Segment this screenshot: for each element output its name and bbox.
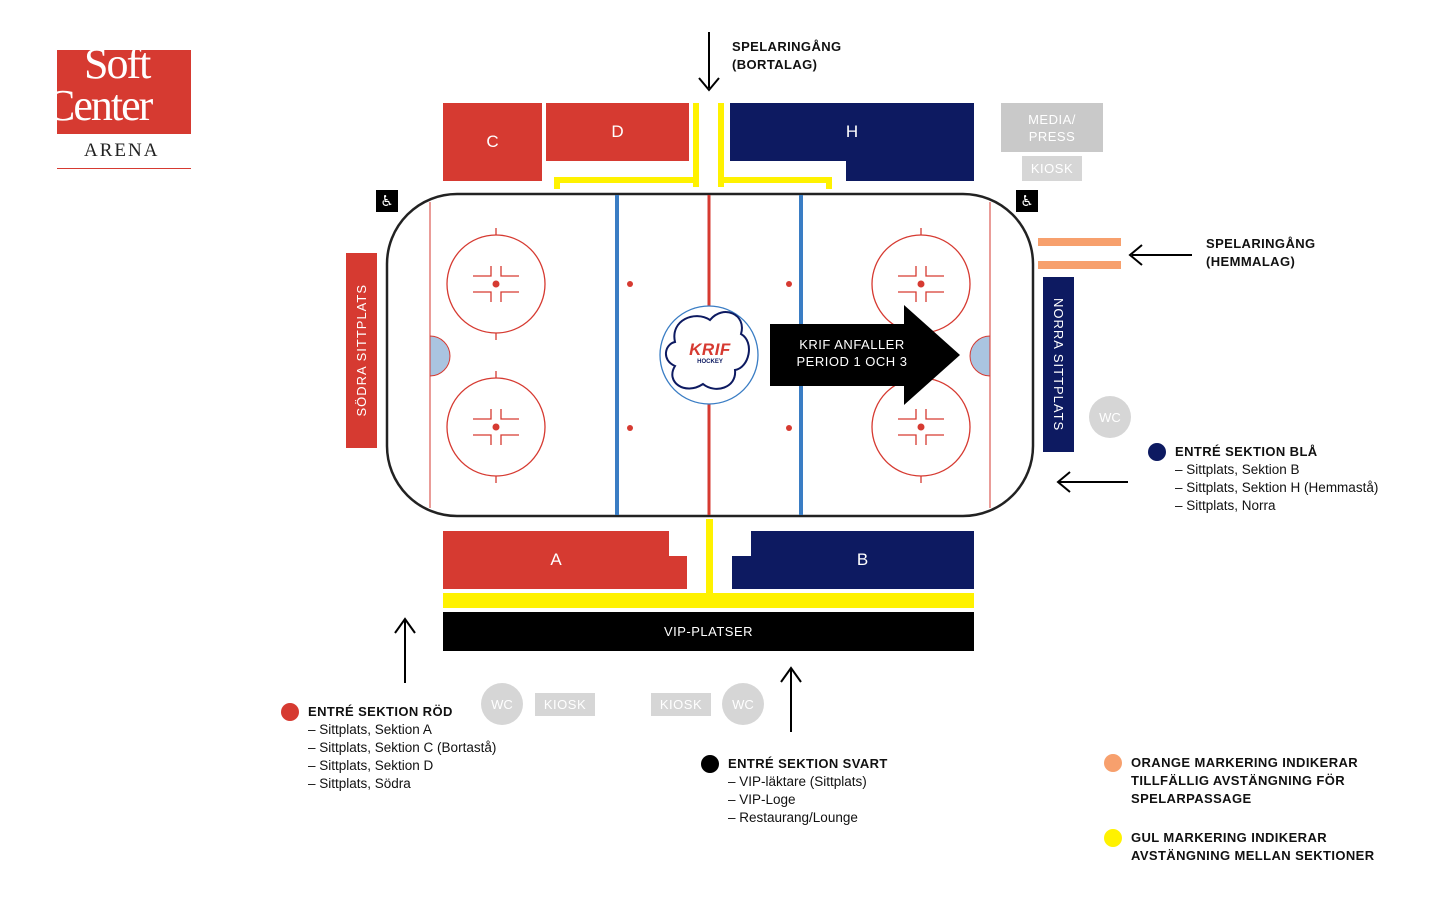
list-item: – Sittplats, Sektion A <box>308 722 432 737</box>
section-h-label: H <box>845 122 859 141</box>
kiosk-bottom-center[interactable]: KIOSK <box>651 693 711 716</box>
legend-blue-list: – Sittplats, Sektion B – Sittplats, Sekt… <box>1175 461 1378 515</box>
logo-text-center: Center <box>46 81 153 130</box>
yellow-barrier-top-left-v <box>693 103 699 187</box>
arrow-up-icon <box>780 666 802 732</box>
media-press[interactable]: MEDIA/ PRESS <box>1001 103 1103 152</box>
wc-right-label: WC <box>1099 409 1121 425</box>
list-item: – VIP-Loge <box>728 792 796 807</box>
legend-black-list: – VIP-läktare (Sittplats) – VIP-Loge – R… <box>728 773 867 827</box>
section-b[interactable]: B <box>751 531 974 589</box>
kiosk-top[interactable]: KIOSK <box>1022 156 1082 181</box>
wheelchair-icon: ♿ <box>376 190 398 212</box>
legend-black-dot <box>701 755 719 773</box>
logo-underline <box>57 168 191 169</box>
arrow-right-icon <box>770 305 960 405</box>
logo-red-box <box>57 50 191 134</box>
attack-direction-label: KRIF ANFALLER PERIOD 1 OCH 3 <box>796 337 908 369</box>
section-norra-label: NORRA SITTPLATS <box>1051 297 1066 432</box>
wc-right[interactable]: WC <box>1089 396 1131 438</box>
kiosk-bottom-center-label: KIOSK <box>659 697 703 712</box>
section-norra[interactable]: NORRA SITTPLATS <box>1043 277 1074 452</box>
yellow-barrier-top-right-v <box>718 103 724 187</box>
list-item: – Sittplats, Norra <box>1175 498 1276 513</box>
list-item: – Sittplats, Sektion H (Hemmastå) <box>1175 480 1379 495</box>
legend-red-dot <box>281 703 299 721</box>
wc-bottom-center-label: WC <box>732 696 754 712</box>
legend-blue-dot <box>1148 443 1166 461</box>
wc-bottom-left-label: WC <box>491 696 513 712</box>
legend-black-title: ENTRÉ SEKTION SVART <box>728 756 888 771</box>
legend-red-list: – Sittplats, Sektion A – Sittplats, Sekt… <box>308 721 496 793</box>
section-vip[interactable]: VIP-PLATSER <box>443 612 974 651</box>
kiosk-top-label: KIOSK <box>1030 161 1074 176</box>
list-item: – Sittplats, Sektion C (Bortastå) <box>308 740 497 755</box>
legend-orange-dot <box>1104 754 1122 772</box>
section-sodra-label: SÖDRA SITTPLATS <box>354 284 369 417</box>
kiosk-bottom-left-label: KIOSK <box>543 697 587 712</box>
yellow-barrier-bottom-h <box>443 593 974 608</box>
list-item: – Sittplats, Sektion D <box>308 758 434 773</box>
section-vip-label: VIP-PLATSER <box>663 624 754 639</box>
wc-bottom-left[interactable]: WC <box>481 683 523 725</box>
wheelchair-icon: ♿ <box>1016 190 1038 212</box>
hockey-rink <box>385 192 1035 518</box>
section-c-label: C <box>486 132 499 151</box>
section-d-label: D <box>611 122 624 141</box>
section-a[interactable]: A <box>443 531 669 589</box>
list-item: – Restaurang/Lounge <box>728 810 858 825</box>
legend-blue-title: ENTRÉ SEKTION BLÅ <box>1175 444 1318 459</box>
legend-orange-text: ORANGE MARKERING INDIKERAR TILLFÄLLIG AV… <box>1131 755 1359 806</box>
kiosk-bottom-left[interactable]: KIOSK <box>535 693 595 716</box>
yellow-barrier-top-right-h <box>718 177 832 183</box>
legend-red-title: ENTRÉ SEKTION RÖD <box>308 704 453 719</box>
arrow-left-icon <box>1128 244 1192 266</box>
yellow-barrier-top-left-end <box>554 177 560 189</box>
yellow-barrier-bottom-v <box>706 519 713 599</box>
list-item: – Sittplats, Sektion B <box>1175 462 1300 477</box>
legend-yellow-dot <box>1104 829 1122 847</box>
yellow-barrier-top-left-h <box>554 177 699 183</box>
logo-text-arena: ARENA <box>84 140 160 161</box>
list-item: – Sittplats, Södra <box>308 776 411 791</box>
section-b-label: B <box>856 550 869 569</box>
orange-barrier-2 <box>1038 261 1121 269</box>
media-press-label: MEDIA/ PRESS <box>1028 111 1076 144</box>
logo-text-soft: Soft <box>84 39 151 88</box>
club-logo-text: KRIF <box>689 340 731 359</box>
arrow-left-icon <box>1056 471 1128 493</box>
arrow-up-icon <box>394 617 416 683</box>
wc-bottom-center[interactable]: WC <box>722 683 764 725</box>
entrance-hemmalag-label: SPELARINGÅNG (HEMMALAG) <box>1206 236 1316 269</box>
section-d[interactable]: D <box>546 103 689 161</box>
yellow-barrier-top-right-end <box>826 177 832 189</box>
arena-logo: Soft Center ARENA <box>38 38 194 172</box>
section-sodra[interactable]: SÖDRA SITTPLATS <box>346 253 377 448</box>
entrance-bortalag-label: SPELARINGÅNG (BORTALAG) <box>732 39 842 72</box>
club-logo: KRIF HOCKEY <box>686 341 734 366</box>
arrow-down-icon <box>698 32 720 92</box>
section-a-label: A <box>550 550 562 569</box>
orange-barrier-1 <box>1038 238 1121 246</box>
section-h[interactable]: H <box>730 103 974 161</box>
legend-yellow-text: GUL MARKERING INDIKERAR AVSTÄNGNING MELL… <box>1131 830 1375 863</box>
section-c[interactable]: C <box>443 103 542 181</box>
list-item: – VIP-läktare (Sittplats) <box>728 774 867 789</box>
club-logo-sub: HOCKEY <box>697 359 723 365</box>
